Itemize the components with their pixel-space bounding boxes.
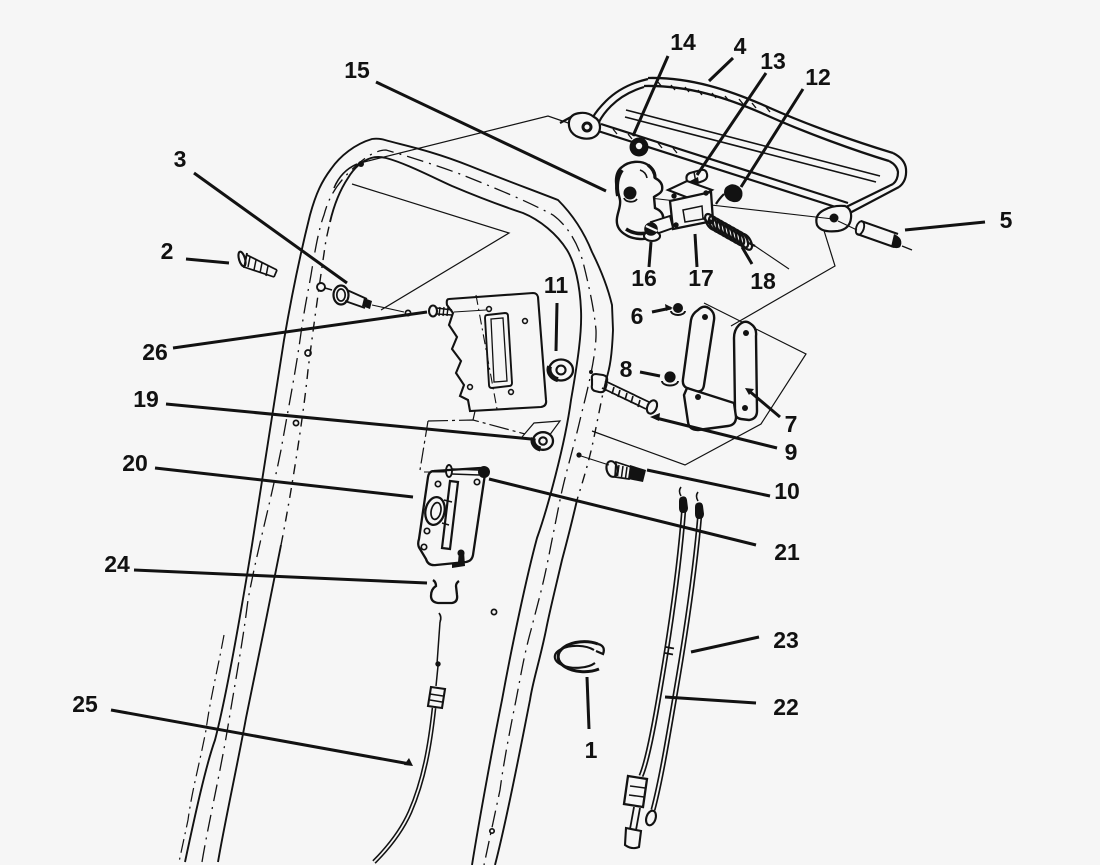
svg-text:4: 4 — [734, 33, 747, 59]
svg-text:14: 14 — [670, 29, 696, 55]
svg-text:24: 24 — [104, 551, 130, 577]
svg-text:15: 15 — [344, 57, 370, 83]
svg-text:2: 2 — [161, 238, 174, 264]
svg-text:9: 9 — [785, 439, 798, 465]
svg-text:25: 25 — [72, 691, 98, 717]
svg-text:8: 8 — [620, 356, 633, 382]
svg-text:20: 20 — [122, 450, 148, 476]
svg-text:12: 12 — [805, 64, 831, 90]
svg-text:11: 11 — [544, 272, 569, 298]
svg-text:13: 13 — [760, 48, 786, 74]
svg-text:26: 26 — [142, 339, 168, 365]
svg-text:5: 5 — [1000, 207, 1013, 233]
svg-text:18: 18 — [750, 268, 776, 294]
svg-text:1: 1 — [585, 737, 598, 763]
svg-text:7: 7 — [785, 411, 798, 437]
svg-text:16: 16 — [631, 265, 657, 291]
svg-text:21: 21 — [774, 539, 800, 565]
svg-text:6: 6 — [631, 303, 644, 329]
svg-text:17: 17 — [688, 265, 714, 291]
svg-text:19: 19 — [133, 386, 159, 412]
svg-text:22: 22 — [773, 694, 799, 720]
svg-text:10: 10 — [774, 478, 800, 504]
svg-text:23: 23 — [773, 627, 799, 653]
svg-text:3: 3 — [174, 146, 187, 172]
